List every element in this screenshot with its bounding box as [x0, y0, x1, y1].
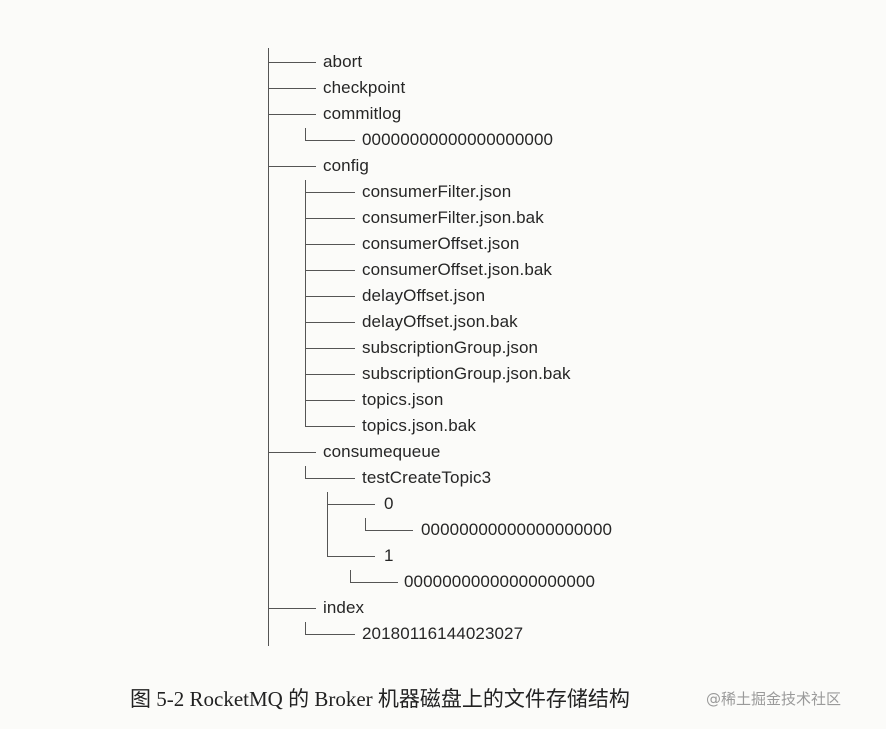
tree-node-queue-1: 1: [384, 546, 394, 565]
branch-line: [268, 452, 316, 453]
branch-line: [305, 296, 355, 297]
tree-node-config: config: [323, 156, 369, 175]
branch-line: [305, 244, 355, 245]
branch-line: [305, 478, 355, 479]
branch-line: [305, 634, 355, 635]
branch-line: [268, 114, 316, 115]
tree-node-config-file: delayOffset.json.bak: [362, 312, 518, 331]
branch-line: [305, 192, 355, 193]
tree-node-abort: abort: [323, 52, 363, 71]
config-subtree-line: [305, 180, 306, 426]
branch-line: [305, 218, 355, 219]
tree-node-config-file: consumerOffset.json.bak: [362, 260, 553, 279]
branch-line: [365, 530, 413, 531]
tree-node-config-file: consumerFilter.json: [362, 182, 512, 201]
branch-line: [350, 582, 398, 583]
branch-line: [305, 140, 355, 141]
tree-node-index-file: 20180116144023027: [362, 624, 524, 643]
figure-caption: 图 5-2 RocketMQ 的 Broker 机器磁盘上的文件存储结构: [130, 687, 630, 711]
tree-node-checkpoint: checkpoint: [323, 78, 406, 97]
tree-node-index: index: [323, 598, 365, 617]
branch-line: [268, 88, 316, 89]
branch-line: [350, 570, 351, 582]
branch-line: [305, 348, 355, 349]
branch-line: [365, 518, 366, 530]
branch-line: [305, 622, 306, 634]
tree-node-consumequeue: consumequeue: [323, 442, 441, 461]
tree-node-config-file: delayOffset.json: [362, 286, 486, 305]
watermark: @稀土掘金技术社区: [706, 690, 842, 708]
tree-node-config-file: subscriptionGroup.json.bak: [362, 364, 571, 383]
tree-node-config-file: topics.json: [362, 390, 444, 409]
directory-tree: abort checkpoint commitlog 0000000000000…: [268, 48, 613, 646]
tree-node-commitlog: commitlog: [323, 104, 402, 123]
branch-line: [327, 556, 375, 557]
tree-node-queue-1-file: 00000000000000000000: [404, 572, 596, 591]
branch-line: [268, 608, 316, 609]
tree-node-commitlog-file: 00000000000000000000: [362, 130, 554, 149]
branch-line: [268, 166, 316, 167]
tree-node-config-file: consumerOffset.json: [362, 234, 520, 253]
topic-subtree-line: [327, 492, 328, 556]
tree-node-config-file: consumerFilter.json.bak: [362, 208, 544, 227]
branch-line: [305, 466, 306, 478]
branch-line: [305, 400, 355, 401]
branch-line: [305, 322, 355, 323]
branch-line: [327, 504, 375, 505]
tree-node-topic: testCreateTopic3: [362, 468, 492, 487]
tree-trunk-line: [268, 48, 269, 646]
tree-node-config-file: topics.json.bak: [362, 416, 476, 435]
branch-line: [305, 426, 355, 427]
branch-line: [305, 374, 355, 375]
tree-node-queue-0-file: 00000000000000000000: [421, 520, 613, 539]
branch-line: [305, 128, 306, 140]
branch-line: [268, 62, 316, 63]
tree-node-queue-0: 0: [384, 494, 394, 513]
branch-line: [305, 270, 355, 271]
tree-node-config-file: subscriptionGroup.json: [362, 338, 539, 357]
